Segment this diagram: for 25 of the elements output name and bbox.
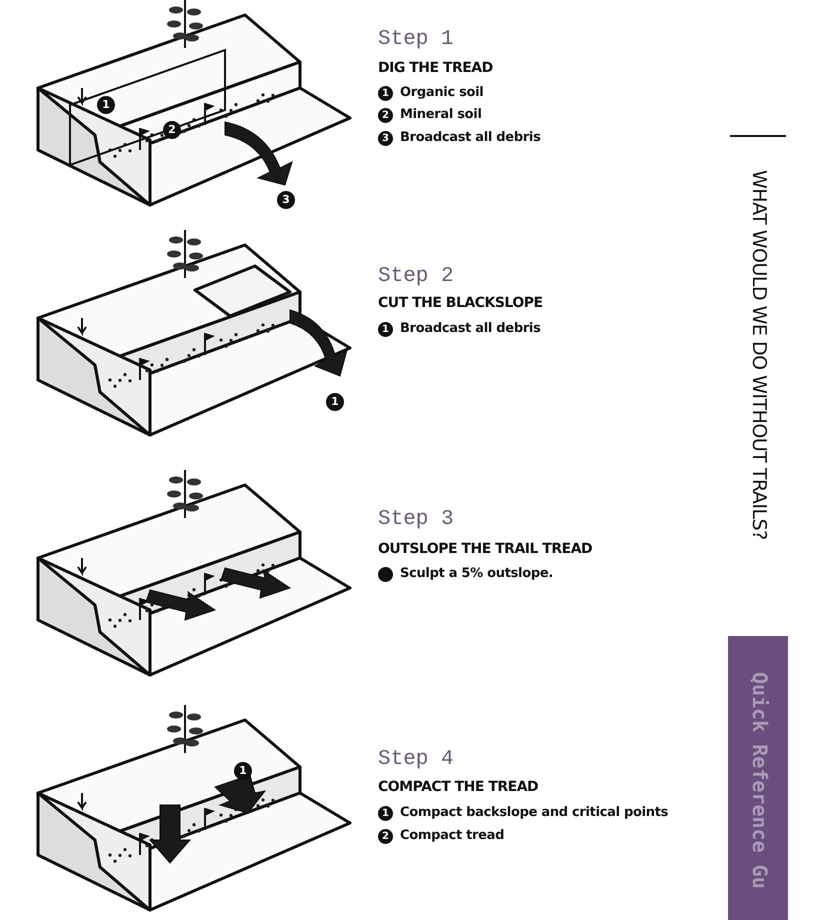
list-item: Compact backslope and critical points	[400, 805, 668, 820]
step-heading: DIG THE TREAD	[378, 60, 493, 76]
list-item: Compact tread	[400, 828, 504, 843]
list-item: Broadcast all debris	[400, 130, 541, 145]
callout-number: 2	[378, 829, 393, 844]
list-item: Broadcast all debris	[400, 321, 541, 336]
step-heading: COMPACT THE TREAD	[378, 779, 538, 795]
step-label: Step 3	[378, 508, 454, 531]
step-heading: OUTSLOPE THE TRAIL TREAD	[378, 541, 592, 557]
callout-number: 1	[378, 322, 393, 337]
step-label: Step 2	[378, 265, 454, 288]
callout-number: 3	[378, 131, 393, 146]
step-heading: CUT THE BLACKSLOPE	[378, 295, 543, 311]
callout-number: 1	[326, 393, 344, 411]
tab-label: Quick Reference Gu	[748, 672, 772, 889]
callout-number: 3	[277, 191, 295, 209]
list-item: Sculpt a 5% outslope.	[400, 566, 554, 581]
list-item: Mineral soil	[400, 107, 482, 122]
list-item: Organic soil	[400, 85, 484, 100]
callout-number: 2	[378, 108, 393, 123]
step-label: Step 4	[378, 748, 454, 771]
callout-number: 1	[378, 806, 393, 821]
tagline: WHAT WOULD WE DO WITHOUT TRAILS?	[748, 170, 770, 540]
callout-number: 1	[378, 86, 393, 101]
step-label: Step 1	[378, 28, 454, 51]
